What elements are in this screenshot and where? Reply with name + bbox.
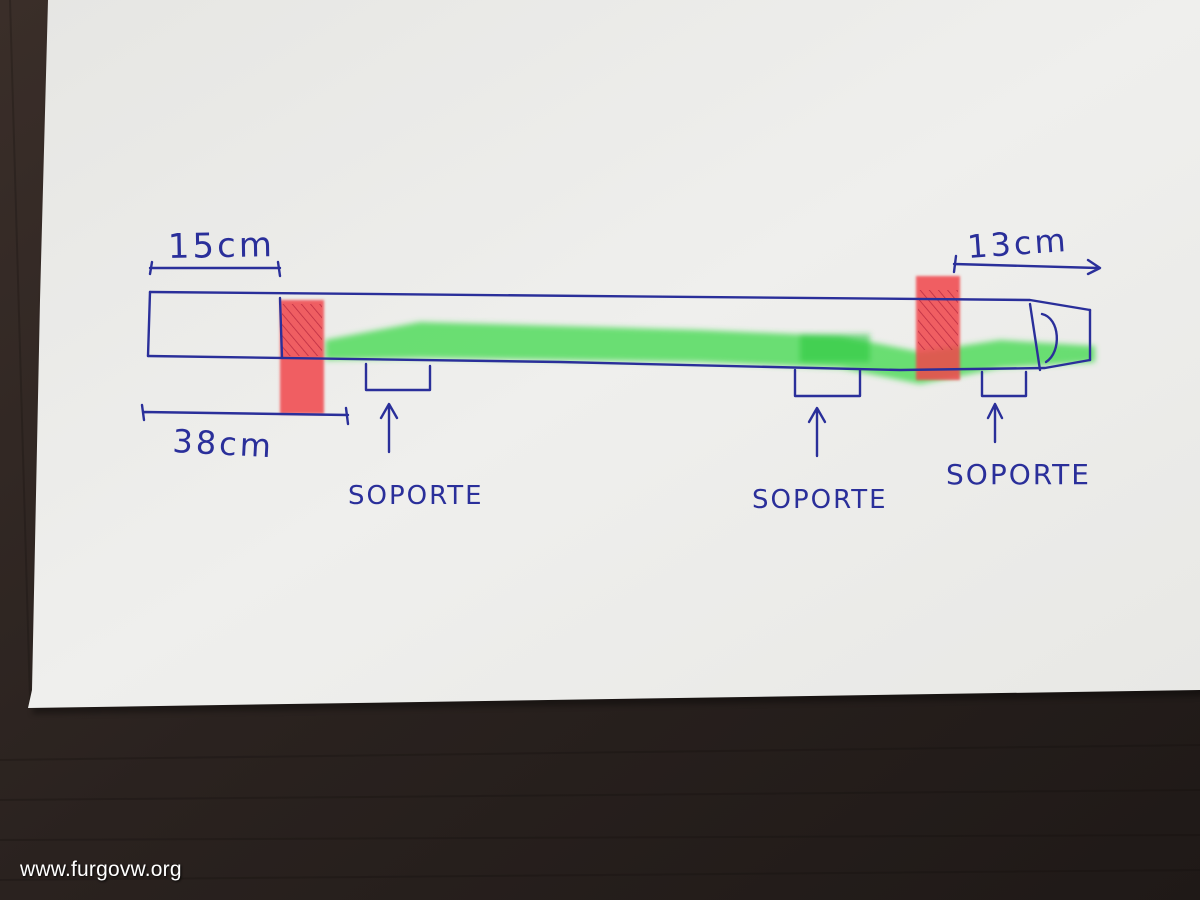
bar-left-end [146,290,152,358]
support-label-2: SOPORTE [752,485,888,515]
bar-divider-left [278,296,284,360]
green-highlight [325,322,1095,384]
support-bracket-3 [980,370,1028,398]
support-arrow-2 [807,406,827,458]
wood-grain [0,0,1200,880]
support-label-3: SOPORTE [946,458,1091,491]
dim-label-15cm: 15cm [167,225,275,267]
support-bracket-2 [793,368,862,398]
ink-lines [140,254,1102,458]
support-arrow-3 [986,402,1004,444]
dim-38cm-line [140,403,350,426]
bar-top-edge [148,290,1092,312]
support-label-1: SOPORTE [348,481,484,511]
bar-bottom-edge [146,354,1092,372]
support-arrow-1 [379,402,399,454]
bar-end-curve [1040,312,1059,364]
dim-15cm-line [148,260,282,278]
dim-13cm-line [952,254,1102,276]
support-bracket-1 [364,362,432,392]
dim-label-13cm: 13cm [966,221,1070,266]
red-hatch-left [282,304,322,356]
bar-step [1028,302,1042,372]
dim-label-38cm: 38cm [172,422,275,465]
watermark-text: www.furgovw.org [20,858,182,881]
